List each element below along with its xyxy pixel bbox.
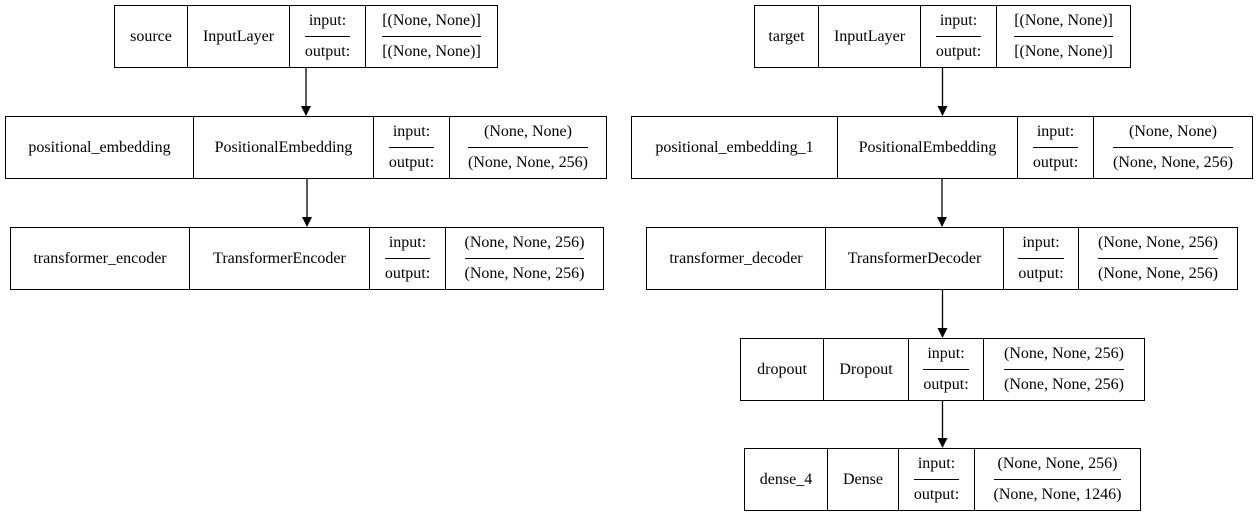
io-labels: input: output: [289,6,365,67]
io-shapes: [(None, None)] [(None, None)] [996,6,1130,67]
input-label: input: [1036,123,1075,140]
input-label: input: [392,123,431,140]
output-shape: (None, None, 256) [464,258,585,289]
layer-node-source: source InputLayer input: output: [(None,… [114,5,498,68]
layer-type: InputLayer [818,6,920,67]
layer-node-positional-embedding: positional_embedding PositionalEmbedding… [5,116,607,179]
io-labels: input: output: [908,339,983,400]
layer-node-transformer-decoder: transformer_decoder TransformerDecoder i… [646,227,1238,290]
io-shapes: (None, None, 256) (None, None, 256) [445,228,603,289]
output-label: output: [384,258,431,289]
layer-type: Dropout [823,339,908,400]
io-shapes: (None, None, 256) (None, None, 256) [1078,228,1237,289]
output-shape: (None, None, 1246) [993,479,1122,510]
layer-type: TransformerDecoder [825,228,1003,289]
output-label: output: [388,147,435,178]
io-shapes: (None, None) (None, None, 256) [1093,117,1252,178]
layer-node-dense-4: dense_4 Dense input: output: (None, None… [744,448,1141,511]
input-shape: (None, None, 256) [997,455,1118,472]
input-label: input: [388,234,427,251]
io-labels: input: output: [920,6,996,67]
layer-type: InputLayer [187,6,289,67]
layer-node-target: target InputLayer input: output: [(None,… [754,5,1131,68]
input-label: input: [939,12,978,29]
layer-name: positional_embedding_1 [655,138,814,156]
layer-node-transformer-encoder: transformer_encoder TransformerEncoder i… [10,227,604,290]
output-label: output: [1018,258,1064,289]
layer-name: target [768,27,805,45]
io-shapes: (None, None, 256) (None, None, 256) [983,339,1144,400]
output-shape: (None, None, 256) [1004,369,1124,400]
output-shape: (None, None, 256) [1098,258,1218,289]
input-shape: (None, None, 256) [1004,345,1124,362]
input-label: input: [308,12,347,29]
output-shape: (None, None, 256) [468,147,588,178]
input-label: input: [927,345,965,362]
io-labels: input: output: [373,117,449,178]
io-shapes: (None, None) (None, None, 256) [449,117,606,178]
input-shape: (None, None) [1129,123,1217,140]
output-label: output: [923,369,969,400]
layer-type: Dense [827,449,898,510]
output-label: output: [913,479,960,510]
input-shape: (None, None, 256) [464,234,585,251]
layer-name: dense_4 [759,470,813,488]
layer-name: transformer_decoder [669,249,803,267]
io-labels: input: output: [1003,228,1078,289]
input-label: input: [917,455,956,472]
io-shapes: (None, None, 256) (None, None, 1246) [974,449,1140,510]
input-shape: (None, None) [484,123,572,140]
output-shape: (None, None, 256) [1113,147,1233,178]
io-labels: input: output: [1017,117,1093,178]
input-label: input: [1022,234,1060,251]
layer-name: dropout [757,360,807,378]
layer-type: PositionalEmbedding [193,117,373,178]
output-shape: [(None, None)] [1014,36,1113,67]
io-shapes: [(None, None)] [(None, None)] [365,6,497,67]
output-label: output: [304,36,351,67]
input-shape: [(None, None)] [382,12,481,29]
io-labels: input: output: [369,228,445,289]
output-label: output: [1032,147,1079,178]
layer-name: source [130,27,172,45]
output-shape: [(None, None)] [382,36,481,67]
layer-name: positional_embedding [28,138,171,156]
layer-name: transformer_encoder [33,249,167,267]
input-shape: (None, None, 256) [1098,234,1218,251]
layer-node-positional-embedding-1: positional_embedding_1 PositionalEmbeddi… [631,116,1253,179]
layer-type: PositionalEmbedding [837,117,1017,178]
io-labels: input: output: [898,449,974,510]
output-label: output: [935,36,982,67]
input-shape: [(None, None)] [1014,12,1113,29]
layer-node-dropout: dropout Dropout input: output: (None, No… [740,338,1145,401]
layer-type: TransformerEncoder [189,228,369,289]
